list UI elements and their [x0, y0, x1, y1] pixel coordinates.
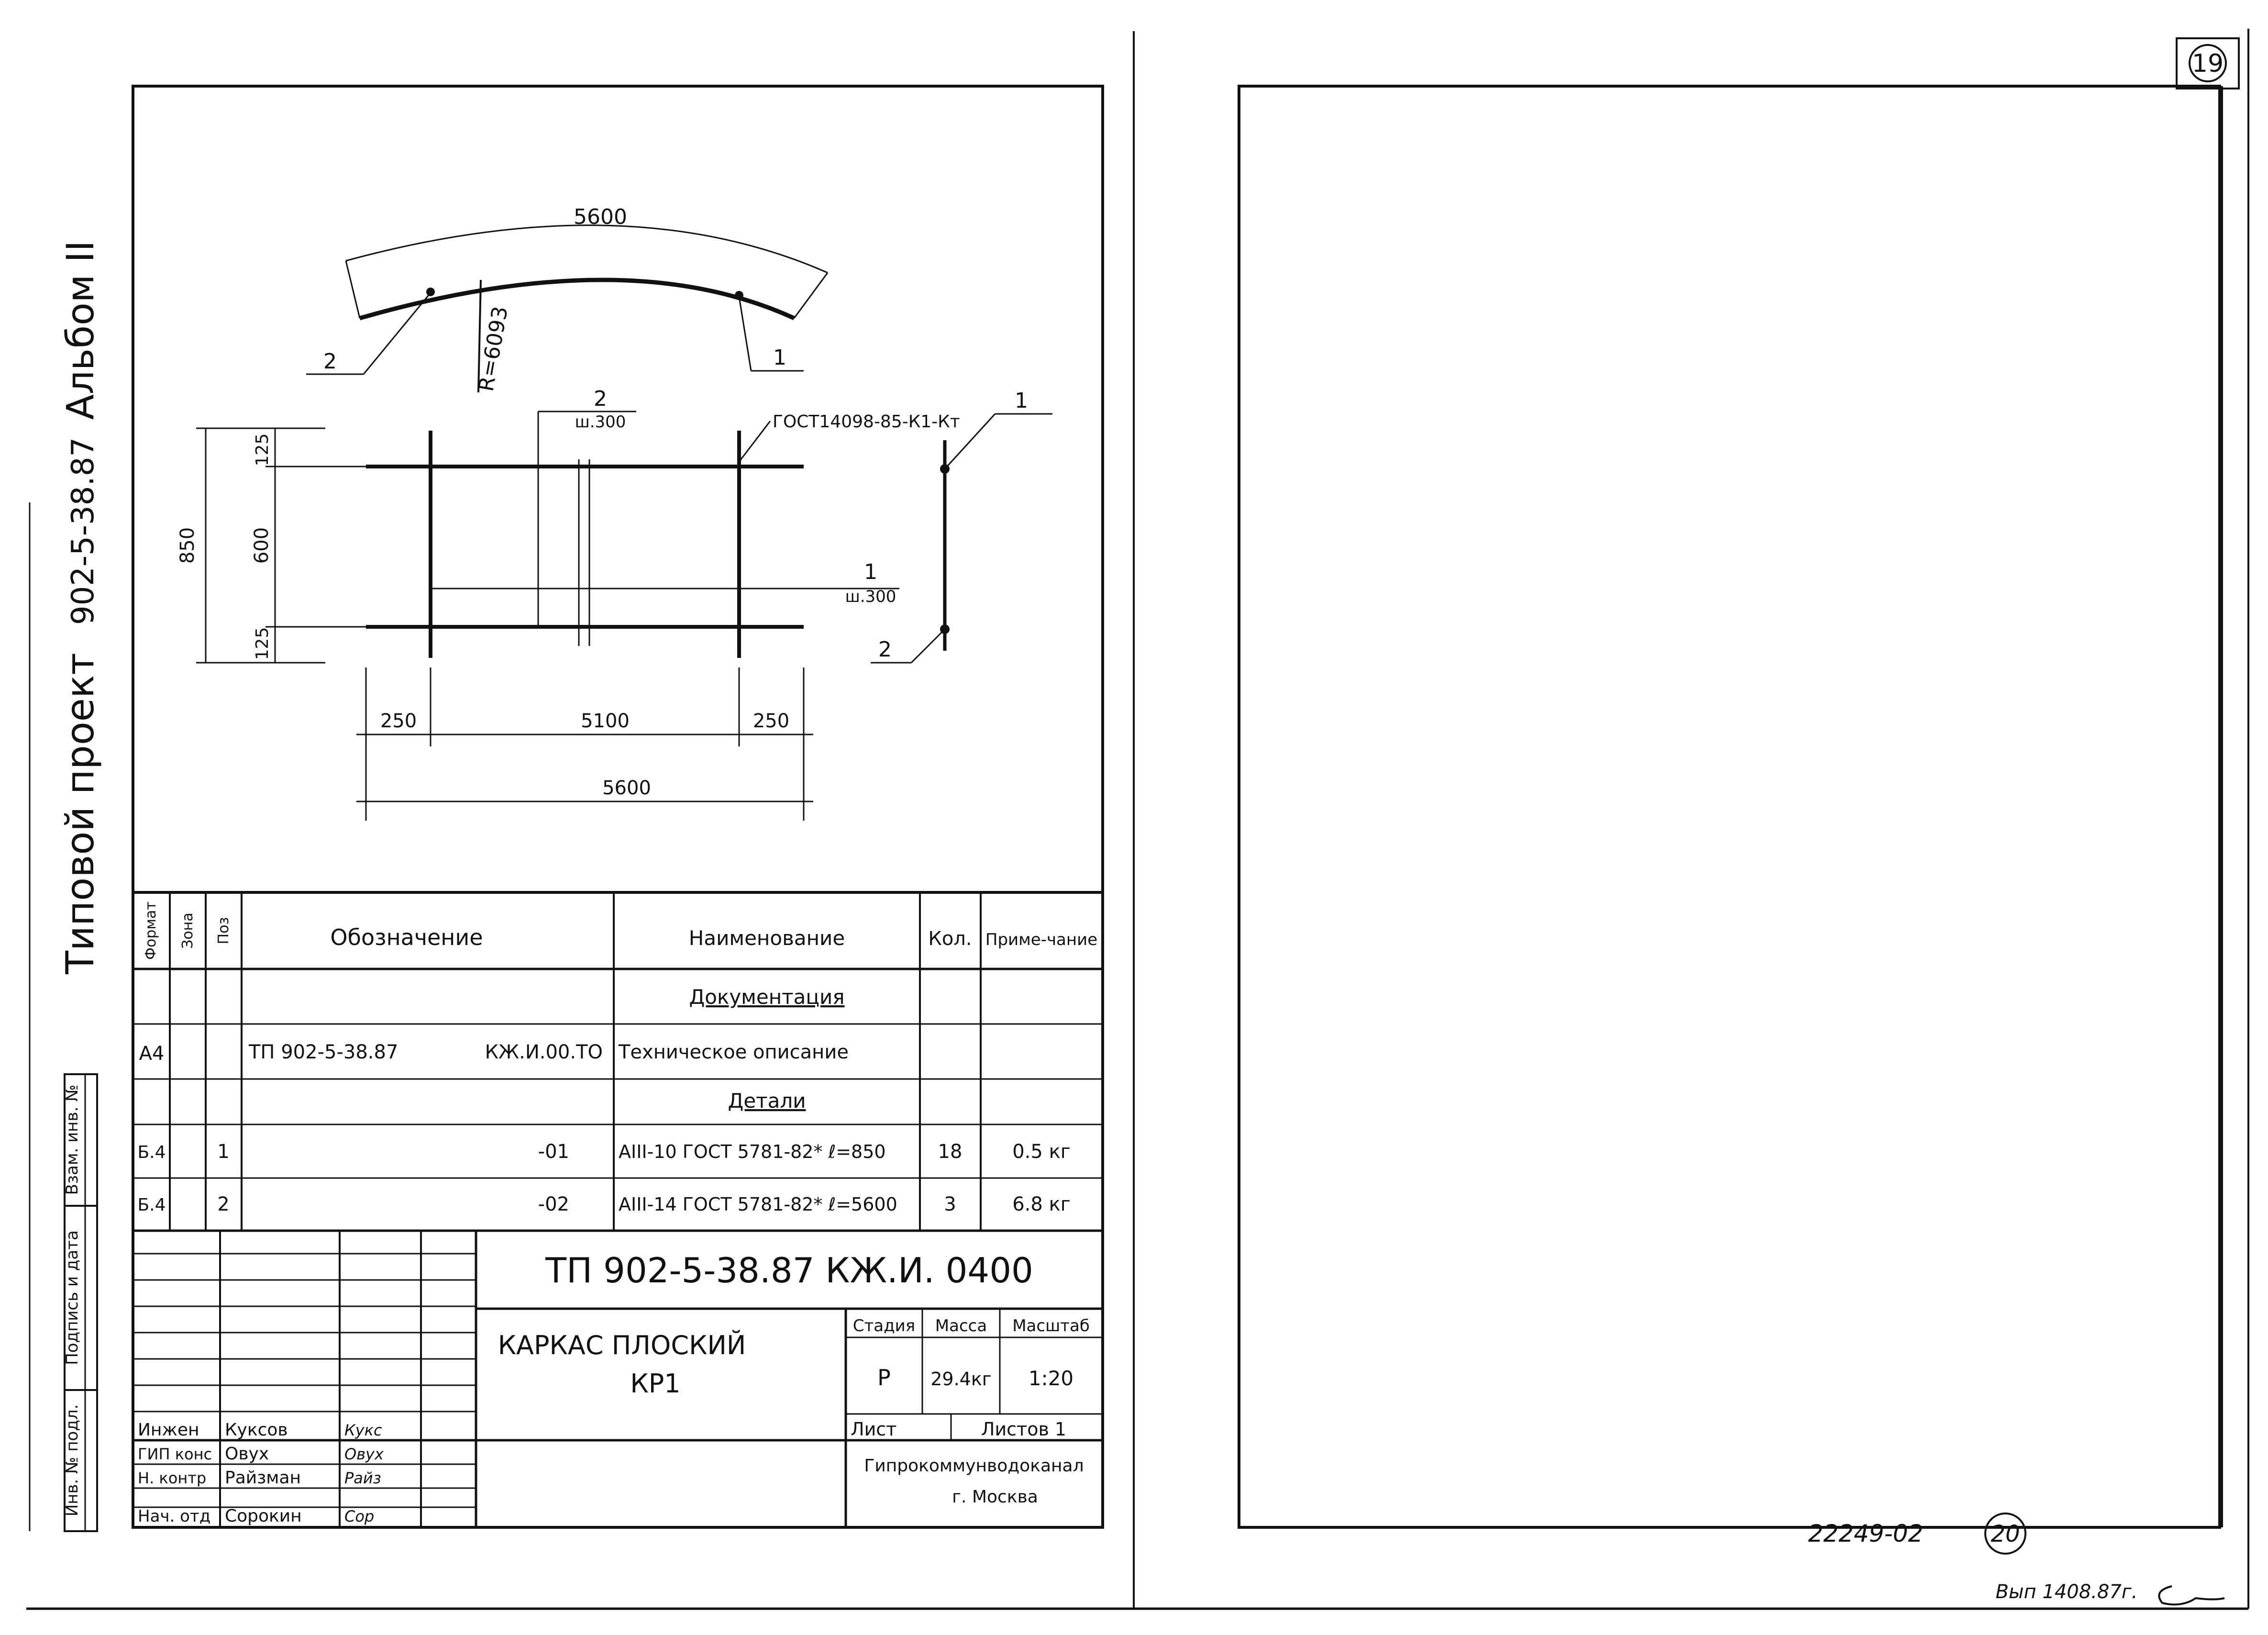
part2-qty: 3 — [944, 1193, 956, 1215]
gost-note: ГОСТ14098-85-К1-Кт — [773, 412, 960, 432]
name-1: Куксов — [225, 1420, 288, 1440]
section-pos-top: 1 — [1015, 389, 1028, 413]
project-type: Типовой проект — [58, 653, 102, 975]
weld-pos: 2 — [594, 387, 607, 411]
doc-designation: ТП 902-5-38.87 — [248, 1041, 398, 1063]
sheets-label: Листов 1 — [981, 1419, 1066, 1440]
sheet-number: 19 — [2192, 49, 2224, 78]
arc-pos-right: 1 — [773, 345, 786, 370]
doc-name: Техническое описание — [618, 1041, 849, 1063]
section-parts: Детали — [728, 1089, 806, 1112]
dim-right: 250 — [753, 710, 789, 732]
bar1-pos: 1 — [864, 560, 877, 584]
name-4: Сорокин — [225, 1506, 302, 1526]
title-code: ТП 902-5-38.87 КЖ.И. 0400 — [545, 1250, 1033, 1290]
scale-value: 1:20 — [1029, 1367, 1073, 1390]
title-line2: КР1 — [630, 1368, 680, 1399]
name-2: Овух — [225, 1444, 269, 1464]
role-4: Нач. отд — [138, 1507, 210, 1526]
part2-format: Б.4 — [137, 1195, 166, 1215]
role-1: Инжен — [138, 1420, 199, 1440]
part1-note: 0.5 кг — [1012, 1141, 1071, 1163]
title-block: ТП 902-5-38.87 КЖ.И. 0400 КАРКАС ПЛОСКИЙ… — [133, 1231, 1103, 1527]
role-3: Н. контр — [138, 1469, 206, 1487]
right-drawing-frame — [1238, 85, 2221, 1529]
mass-value: 29.4кг — [930, 1368, 992, 1390]
stage-label: Стадия — [853, 1316, 915, 1335]
arc-pos-left: 2 — [323, 349, 337, 374]
replaced-inv-label: Взам. инв. № — [63, 1085, 82, 1195]
part1-qty: 18 — [938, 1141, 963, 1163]
mass-label: Масса — [935, 1316, 987, 1335]
part1-pos: 1 — [217, 1141, 229, 1163]
col-name: Наименование — [689, 926, 845, 950]
col-note: Приме-чание — [985, 930, 1097, 949]
dim-center: 5100 — [581, 710, 630, 732]
part1-designation: -01 — [538, 1141, 569, 1163]
org-line2: г. Москва — [952, 1487, 1038, 1507]
inv-orig-label: Инв. № подл. — [63, 1404, 82, 1517]
part2-name: АIII-14 ГОСТ 5781-82* ℓ=5600 — [619, 1194, 897, 1215]
sign-2: Овух — [344, 1445, 384, 1463]
arc-view: 5600 2 1 R=6093 — [306, 205, 829, 393]
role-2: ГИП конс — [138, 1445, 212, 1463]
album-label: Альбом II — [59, 241, 102, 420]
section-pos-bottom: 2 — [878, 637, 892, 662]
side-stamp — [64, 1073, 98, 1532]
sheet-number-circle — [2189, 44, 2227, 82]
col-zone: Зона — [179, 912, 196, 949]
sign-1: Кукс — [344, 1421, 382, 1439]
sheet-number-box — [2176, 37, 2240, 89]
part2-pos: 2 — [217, 1193, 229, 1215]
section-docs: Документация — [689, 985, 844, 1009]
page-number-circle — [1984, 1513, 2026, 1555]
col-designation: Обозначение — [330, 924, 483, 950]
signature-mark — [2158, 1585, 2225, 1606]
spec-table: Формат Зона Поз Обозначение Наименование… — [133, 891, 1103, 1232]
doc-format: А4 — [139, 1043, 165, 1065]
sheet-label: Лист — [851, 1419, 896, 1440]
dim-top: 125 — [253, 434, 272, 467]
sign-date-label: Подпись и дата — [63, 1230, 82, 1365]
bar1-spacing: ш.300 — [845, 587, 896, 606]
dim-mid: 600 — [251, 527, 273, 564]
plan-view: 2 ш.300 ГОСТ14098-85-К1-Кт 1 ш.300 850 1… — [177, 387, 960, 821]
left-drawing-frame — [132, 85, 1104, 1529]
weld-spacing: ш.300 — [575, 412, 626, 432]
doc-designation-code: КЖ.И.00.ТО — [485, 1041, 603, 1063]
archive-number: 22249-02 — [1808, 1520, 1924, 1547]
sign-3: Райз — [344, 1469, 381, 1487]
scale-label: Масштаб — [1012, 1316, 1090, 1335]
sign-4: Сор — [344, 1507, 374, 1525]
stamp-note: Вып 1408.87г. — [1995, 1581, 2137, 1603]
title-line1: КАРКАС ПЛОСКИЙ — [498, 1330, 746, 1360]
dim-length-total: 5600 — [602, 777, 651, 799]
part2-note: 6.8 кг — [1012, 1193, 1071, 1215]
arc-length-dim: 5600 — [574, 205, 627, 229]
dim-left: 250 — [380, 710, 417, 732]
name-3: Райзман — [225, 1468, 301, 1488]
org-line1: Гипрокоммунводоканал — [864, 1456, 1084, 1476]
part1-format: Б.4 — [137, 1143, 166, 1162]
part2-designation: -02 — [538, 1193, 569, 1215]
page-number: 20 — [1991, 1521, 2020, 1547]
col-qty: Кол. — [928, 928, 972, 950]
dim-height-total: 850 — [177, 527, 199, 564]
dim-bottom: 125 — [253, 627, 272, 660]
section-view: 1 2 — [871, 389, 1052, 664]
part1-name: АIII-10 ГОСТ 5781-82* ℓ=850 — [619, 1141, 886, 1162]
stage-value: Р — [877, 1365, 891, 1390]
col-pos: Поз — [215, 917, 232, 945]
project-code: 902-5-38.87 — [66, 437, 101, 625]
col-format: Формат — [143, 901, 159, 960]
